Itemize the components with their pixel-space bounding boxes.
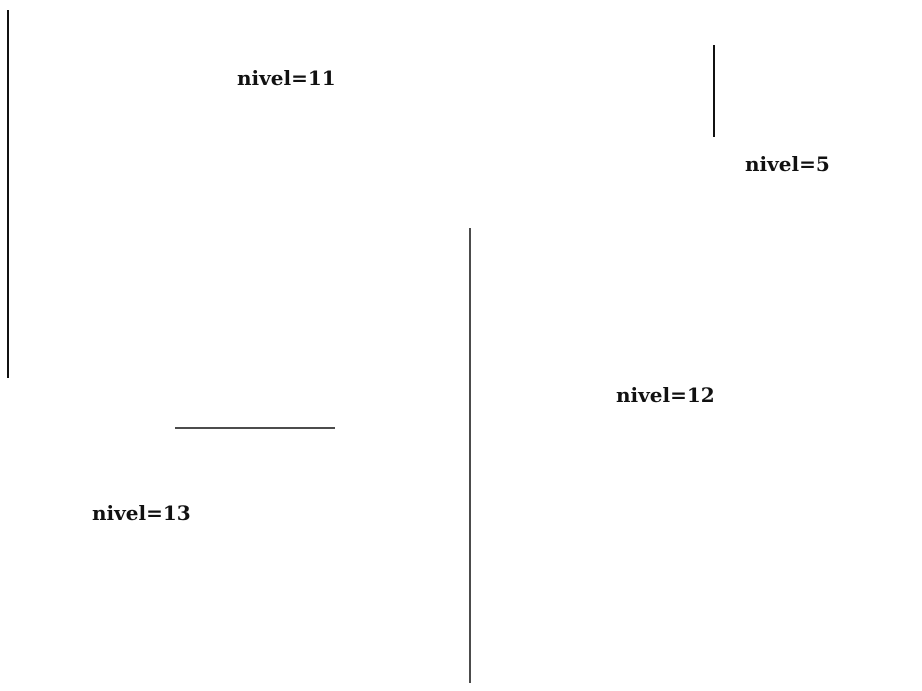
label-level-5: nivel=5 [745, 154, 830, 174]
label-level-12: nivel=12 [616, 385, 715, 405]
label-level-11: nivel=11 [237, 68, 336, 88]
label-level-13: nivel=13 [92, 503, 191, 523]
